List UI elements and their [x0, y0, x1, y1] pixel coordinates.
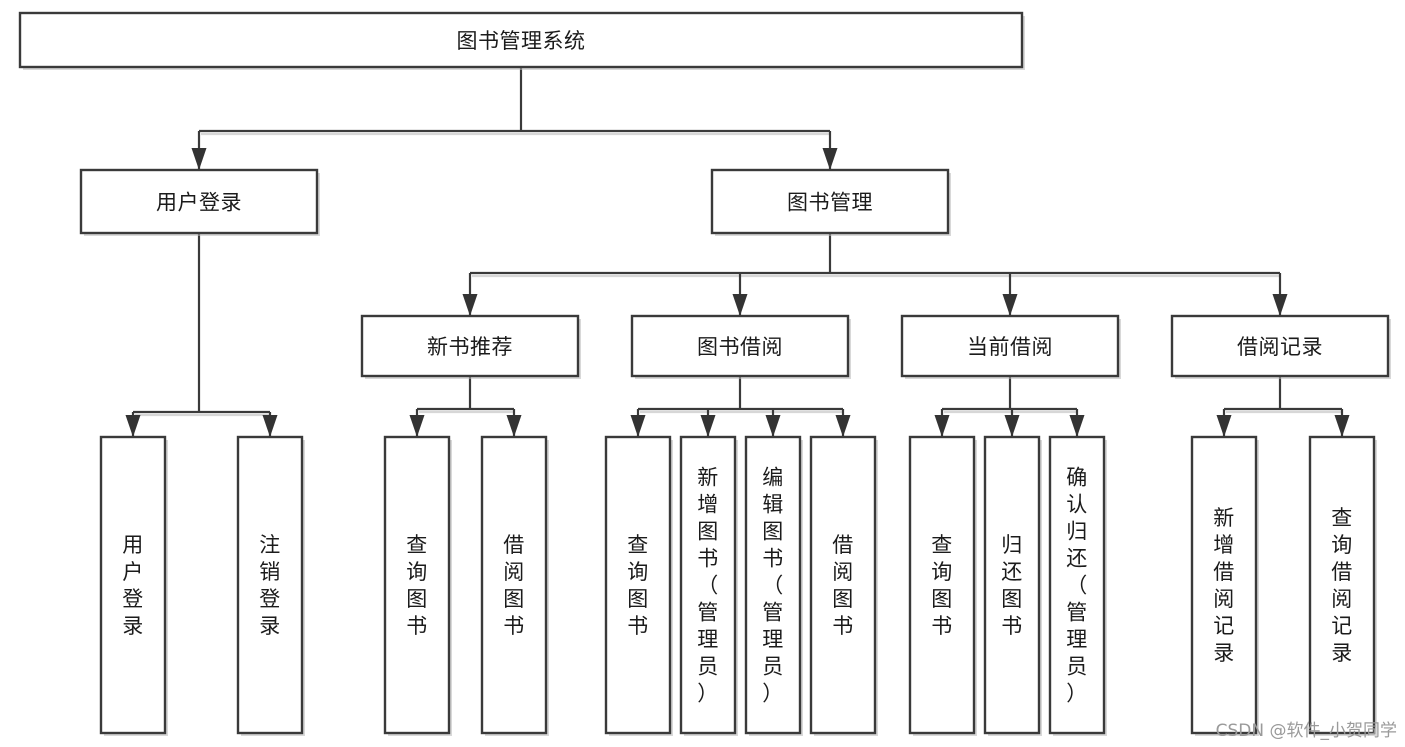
node-label: 图书管理: [787, 191, 873, 215]
node-user-login[interactable]: 用户登录: [79, 168, 320, 236]
node-leaf-query-book-3[interactable]: 查询图书: [908, 435, 977, 736]
arrow-head-icon: [1216, 415, 1232, 437]
node-borrow-record[interactable]: 借阅记录: [1170, 314, 1391, 379]
node-label: 借阅图书: [503, 533, 525, 638]
node-rect[interactable]: [908, 435, 976, 735]
arrow-head-icon: [1272, 294, 1288, 316]
arrow-head-icon: [262, 415, 278, 437]
connector-layer: [125, 67, 1350, 437]
arrow-head-icon: [409, 415, 425, 437]
arrow-head-icon: [1002, 294, 1018, 316]
node-label: 用户登录: [156, 191, 242, 215]
node-label: 新增借阅记录: [1213, 506, 1235, 665]
node-label: 借阅图书: [832, 533, 854, 638]
arrow-head-icon: [700, 415, 716, 437]
node-leaf-logout[interactable]: 注销登录: [236, 435, 305, 736]
node-rect[interactable]: [630, 314, 850, 378]
arrow-head-icon: [822, 148, 838, 170]
node-book-manage[interactable]: 图书管理: [710, 168, 951, 236]
arrow-head-icon: [125, 415, 141, 437]
node-rect[interactable]: [383, 435, 451, 735]
node-label: 确认归还（管理员）: [1066, 466, 1088, 706]
node-root[interactable]: 图书管理系统: [18, 11, 1025, 70]
node-leaf-query-book-1[interactable]: 查询图书: [383, 435, 452, 736]
arrow-head-icon: [934, 415, 950, 437]
arrow-head-icon: [191, 148, 207, 170]
node-leaf-borrow-book-2[interactable]: 借阅图书: [809, 435, 878, 736]
node-label: 编辑图书（管理员）: [762, 466, 784, 706]
node-rect[interactable]: [983, 435, 1041, 735]
node-rect[interactable]: [480, 435, 548, 735]
node-rect[interactable]: [1190, 435, 1258, 735]
node-label: 用户登录: [122, 533, 144, 638]
node-rect[interactable]: [99, 435, 167, 735]
arrow-head-icon: [765, 415, 781, 437]
node-rect[interactable]: [679, 435, 737, 735]
node-layer: 图书管理系统用户登录图书管理新书推荐图书借阅当前借阅借阅记录用户登录注销登录查询…: [18, 11, 1391, 736]
node-rect[interactable]: [1048, 435, 1106, 735]
node-label: 查询图书: [627, 533, 649, 638]
arrow-head-icon: [1334, 415, 1350, 437]
node-rect[interactable]: [604, 435, 672, 735]
node-new-book-rec[interactable]: 新书推荐: [360, 314, 581, 379]
arrow-head-icon: [1069, 415, 1085, 437]
node-label: 查询借阅记录: [1331, 506, 1353, 665]
node-leaf-add-record[interactable]: 新增借阅记录: [1190, 435, 1259, 736]
node-rect[interactable]: [18, 11, 1024, 69]
node-rect[interactable]: [1308, 435, 1376, 735]
node-book-borrow[interactable]: 图书借阅: [630, 314, 851, 379]
node-leaf-query-record[interactable]: 查询借阅记录: [1308, 435, 1377, 736]
watermark-text: CSDN @软件_小贺同学: [1215, 721, 1397, 741]
node-leaf-user-login[interactable]: 用户登录: [99, 435, 168, 736]
node-label: 归还图书: [1001, 533, 1023, 638]
node-rect[interactable]: [744, 435, 802, 735]
node-label: 新书推荐: [427, 335, 513, 359]
node-label: 查询图书: [406, 533, 428, 638]
arrow-head-icon: [462, 294, 478, 316]
arrow-head-icon: [732, 294, 748, 316]
node-leaf-borrow-book-1[interactable]: 借阅图书: [480, 435, 549, 736]
node-leaf-query-book-2[interactable]: 查询图书: [604, 435, 673, 736]
node-current-borrow[interactable]: 当前借阅: [900, 314, 1121, 379]
node-rect[interactable]: [79, 168, 319, 235]
node-rect[interactable]: [900, 314, 1120, 378]
node-rect[interactable]: [1170, 314, 1390, 378]
node-label: 新增图书（管理员）: [697, 466, 719, 706]
node-rect[interactable]: [809, 435, 877, 735]
node-label: 注销登录: [259, 533, 281, 638]
node-rect[interactable]: [360, 314, 580, 378]
node-leaf-add-book[interactable]: 新增图书（管理员）: [679, 435, 738, 736]
node-rect[interactable]: [236, 435, 304, 735]
node-leaf-edit-book[interactable]: 编辑图书（管理员）: [744, 435, 803, 736]
node-leaf-return-book[interactable]: 归还图书: [983, 435, 1042, 736]
node-leaf-confirm-return[interactable]: 确认归还（管理员）: [1048, 435, 1107, 736]
node-label: 查询图书: [931, 533, 953, 638]
arrow-head-icon: [506, 415, 522, 437]
arrow-head-icon: [1004, 415, 1020, 437]
node-label: 图书管理系统: [457, 29, 586, 53]
arrow-head-icon: [630, 415, 646, 437]
node-label: 图书借阅: [697, 335, 783, 359]
arrow-head-icon: [835, 415, 851, 437]
node-label: 借阅记录: [1237, 335, 1323, 359]
node-label: 当前借阅: [967, 335, 1053, 359]
node-rect[interactable]: [710, 168, 950, 235]
